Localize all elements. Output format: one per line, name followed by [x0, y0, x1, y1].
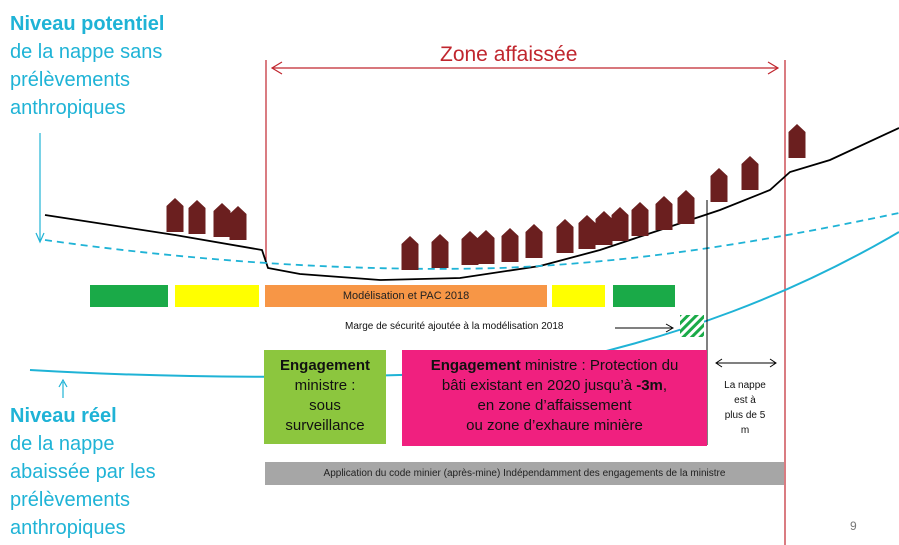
- bar-green-right: [613, 285, 675, 307]
- real-level-label: Niveau réel de la nappe abaissée par les…: [10, 402, 156, 542]
- code-minier-bar: Application du code minier (après-mine) …: [265, 462, 784, 485]
- engagement-protection-bold: Engagement: [430, 357, 521, 374]
- engagement-protection-line-1: ministre : Protection du: [520, 357, 679, 374]
- bar-green-left: [90, 285, 168, 307]
- nappe-double-arrow-left: [715, 358, 723, 368]
- engagement-protection-line-2-pre: bâti existant en 2020 jusqu’à: [441, 377, 637, 394]
- engagement-surveillance-line-1: ministre :: [294, 377, 356, 394]
- house-icon: [461, 231, 479, 265]
- house-icon: [401, 236, 419, 270]
- house-icon: [655, 196, 673, 230]
- arrow-down-potential-head: [35, 232, 45, 244]
- engagement-surveillance-line-3: surveillance: [285, 417, 365, 434]
- bar-modelisation: Modélisation et PAC 2018: [265, 285, 547, 307]
- nappe-depth-line-1: La nappe: [724, 380, 766, 391]
- bar-yellow-right: [552, 285, 605, 307]
- arrow-up-real-head: [58, 378, 68, 388]
- potential-water-level: [44, 212, 899, 270]
- house-icon: [229, 206, 247, 240]
- house-icon: [788, 124, 806, 158]
- house-icon: [741, 156, 759, 190]
- zone-title: Zone affaissée: [440, 43, 578, 66]
- real-level-line-2: abaissée par les: [10, 461, 156, 483]
- real-level-line-1: de la nappe: [10, 433, 115, 455]
- page-number: 9: [850, 519, 857, 533]
- engagement-protection-line-3: en zone d’affaissement: [477, 397, 632, 414]
- engagement-protection-line-2-post: ,: [662, 377, 668, 394]
- engagement-protection-depth: -3m: [636, 377, 663, 394]
- nappe-depth-line-3: plus de 5: [724, 410, 766, 421]
- house-icon: [595, 211, 613, 245]
- zone-arrow-right-head: [767, 61, 780, 75]
- engagement-protection-box: Engagement ministre : Protection du bâti…: [402, 350, 707, 446]
- house-icon: [525, 224, 543, 258]
- potential-level-label: Niveau potentiel de la nappe sans prélèv…: [10, 10, 164, 122]
- house-icon: [556, 219, 574, 253]
- nappe-depth-line-4: m: [740, 425, 750, 436]
- potential-level-line-2: prélèvements: [10, 69, 131, 91]
- engagement-protection-line-4: ou zone d’exhaure minière: [466, 417, 643, 434]
- house-icon: [188, 200, 206, 234]
- marge-label: Marge de sécurité ajoutée à la modélisat…: [345, 321, 564, 332]
- potential-level-line-1: de la nappe sans: [10, 41, 163, 63]
- real-level-line-4: anthropiques: [10, 517, 126, 539]
- real-level-line-3: prélèvements: [10, 489, 131, 511]
- engagement-surveillance-line-2: sous: [309, 397, 341, 414]
- house-icon: [431, 234, 449, 268]
- nappe-depth-note: La nappe est à plus de 5 m: [710, 378, 780, 438]
- houses-group: [166, 124, 806, 270]
- bar-yellow-left: [175, 285, 259, 307]
- zone-arrow-left-head: [270, 61, 283, 75]
- marge-hatched-box: [680, 315, 704, 337]
- real-level-title: Niveau réel: [10, 405, 117, 427]
- marge-arrow-head: [665, 323, 675, 333]
- nappe-depth-line-2: est à: [734, 395, 756, 406]
- house-icon: [477, 230, 495, 264]
- house-icon: [501, 228, 519, 262]
- potential-level-title: Niveau potentiel: [10, 13, 165, 35]
- house-icon: [631, 202, 649, 236]
- house-icon: [213, 203, 231, 237]
- potential-level-line-3: anthropiques: [10, 97, 126, 119]
- house-icon: [611, 207, 629, 241]
- engagement-surveillance-box: Engagement ministre : sous surveillance: [264, 350, 386, 444]
- nappe-double-arrow-right: [769, 358, 777, 368]
- house-icon: [166, 198, 184, 232]
- house-icon: [710, 168, 728, 202]
- house-icon: [677, 190, 695, 224]
- house-icon: [578, 215, 596, 249]
- engagement-surveillance-bold: Engagement: [279, 357, 370, 374]
